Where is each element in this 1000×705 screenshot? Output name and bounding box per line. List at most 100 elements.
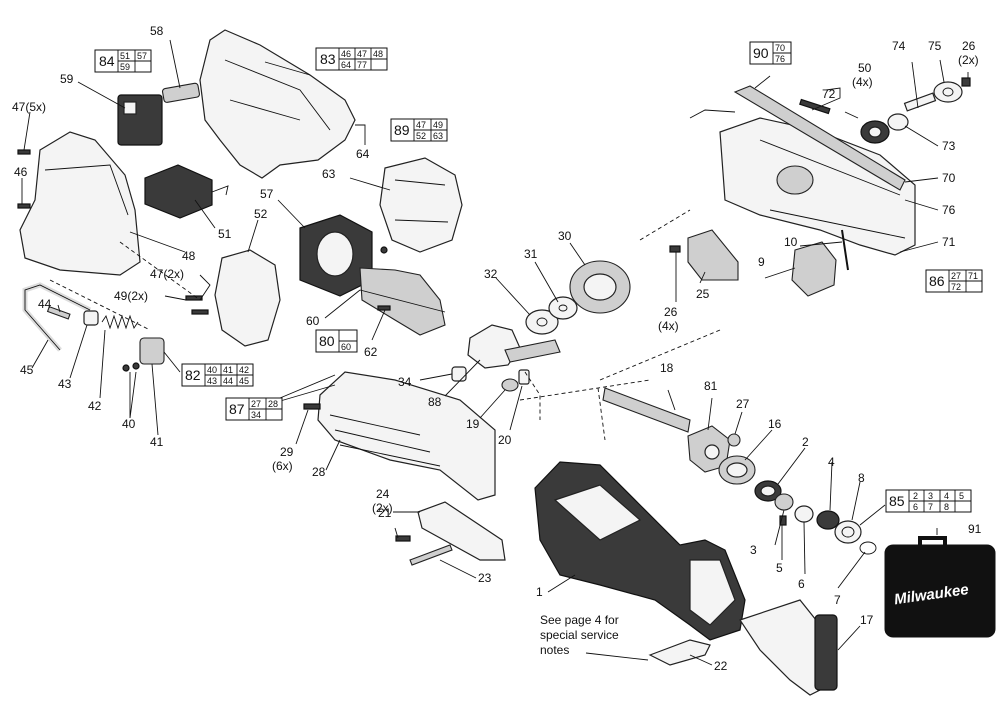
screw-46	[17, 203, 31, 209]
callout-29: 29	[280, 445, 294, 459]
svg-text:47: 47	[357, 49, 367, 59]
svg-text:86: 86	[929, 273, 945, 289]
ring-6	[794, 505, 814, 523]
svg-text:4: 4	[944, 491, 949, 501]
svg-text:42: 42	[239, 365, 249, 375]
callout-75: 75	[928, 39, 942, 53]
washer-31	[548, 296, 578, 320]
svg-text:28: 28	[268, 399, 278, 409]
spindle-18	[602, 387, 691, 433]
service-note-line-3: notes	[540, 643, 569, 657]
callout-17: 17	[860, 613, 874, 627]
callout-42: 42	[88, 399, 102, 413]
callout-19: 19	[466, 417, 480, 431]
callout-10: 10	[784, 235, 798, 249]
pin-5	[779, 515, 787, 526]
gear-case-28	[317, 371, 496, 501]
carrying-case-91: Milwaukee	[884, 536, 996, 638]
callout-51: 51	[218, 227, 232, 241]
bearing-19	[501, 378, 519, 392]
bracket-21	[417, 501, 506, 561]
callout-21: 21	[378, 506, 392, 520]
svg-text:64: 64	[341, 60, 351, 70]
service-note: See page 4 for special service notes	[540, 613, 619, 657]
screw-40a	[122, 364, 130, 372]
screw-50	[799, 98, 831, 115]
callout-29q: (6x)	[272, 459, 293, 473]
callout-50q: (4x)	[852, 75, 873, 89]
callout-91: 91	[968, 522, 982, 536]
callout-28: 28	[312, 465, 326, 479]
pin-20	[518, 369, 530, 385]
motor-housing-63	[379, 157, 463, 253]
callout-74: 74	[892, 39, 906, 53]
callout-22: 22	[714, 659, 728, 673]
kit-boxes: 84 51 57 59 83 46 47 48 64 77 90 7	[94, 41, 983, 513]
screw-62	[377, 305, 391, 311]
kit-box-86: 86 27 71 72	[925, 269, 983, 293]
svg-text:52: 52	[416, 131, 426, 141]
callout-46: 46	[14, 165, 28, 179]
svg-text:89: 89	[394, 122, 410, 138]
screw-47	[17, 149, 31, 155]
service-note-line-1: See page 4 for	[540, 613, 619, 627]
callout-4: 4	[828, 455, 835, 469]
callout-71: 71	[942, 235, 956, 249]
svg-text:63: 63	[433, 131, 443, 141]
callout-47b: 47(2x)	[150, 267, 184, 281]
bushing-73	[887, 113, 909, 131]
svg-text:27: 27	[951, 271, 961, 281]
armature-60	[359, 267, 446, 336]
callout-57: 57	[260, 187, 274, 201]
callout-44: 44	[38, 297, 52, 311]
svg-text:76: 76	[775, 54, 785, 64]
callout-34: 34	[398, 375, 412, 389]
screw-40b	[132, 362, 140, 370]
svg-text:83: 83	[320, 51, 336, 67]
callout-24q: (2x)	[372, 501, 393, 515]
controller-51	[144, 164, 213, 219]
callout-5: 5	[776, 561, 783, 575]
svg-text:5: 5	[959, 491, 964, 501]
svg-text:80: 80	[319, 333, 335, 349]
kit-box-80: 80 60	[315, 329, 358, 353]
svg-text:3: 3	[928, 491, 933, 501]
svg-text:82: 82	[185, 367, 201, 383]
handle-half-83	[199, 29, 356, 179]
callout-64: 64	[356, 147, 370, 161]
trigger-58	[161, 82, 201, 103]
pin-34	[451, 366, 467, 382]
screw-24	[395, 535, 411, 542]
parts-layer	[17, 29, 971, 696]
callout-70: 70	[942, 171, 956, 185]
ring-7	[859, 541, 877, 555]
callout-73: 73	[942, 139, 956, 153]
callout-9: 9	[758, 255, 765, 269]
fan-baffle-52	[214, 249, 281, 347]
callout-58: 58	[150, 24, 164, 38]
callout-24: 24	[376, 487, 390, 501]
screw-26a	[669, 245, 681, 253]
shoe-17	[739, 599, 821, 696]
washer-32	[525, 309, 559, 335]
svg-text:51: 51	[120, 51, 130, 61]
handle-housing-48	[19, 131, 141, 276]
callout-8: 8	[858, 471, 865, 485]
spring-3	[774, 493, 794, 511]
callout-47a: 47(5x)	[12, 100, 46, 114]
callout-16: 16	[768, 417, 782, 431]
svg-text:71: 71	[968, 271, 978, 281]
lever-22	[648, 639, 711, 666]
flange-75	[933, 81, 963, 103]
callout-31: 31	[524, 247, 538, 261]
callout-1: 1	[536, 585, 543, 599]
svg-text:84: 84	[99, 53, 115, 69]
svg-text:44: 44	[223, 376, 233, 386]
callout-48: 48	[182, 249, 196, 263]
svg-text:46: 46	[341, 49, 351, 59]
svg-text:45: 45	[239, 376, 249, 386]
svg-text:47: 47	[416, 120, 426, 130]
screw-27	[727, 433, 741, 447]
